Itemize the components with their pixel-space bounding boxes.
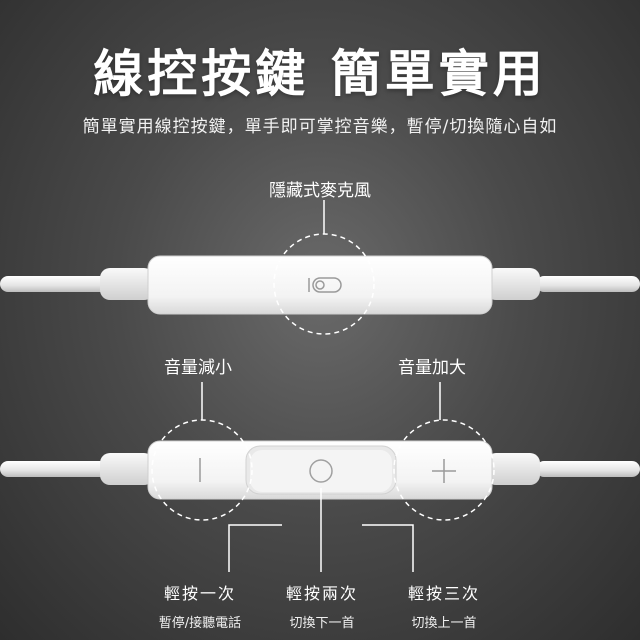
cable-right-top bbox=[536, 276, 640, 292]
press-twice-title: 輕按兩次 bbox=[285, 584, 358, 603]
volume-up-label: 音量加大 bbox=[398, 358, 466, 378]
cable-left-bottom bbox=[0, 461, 108, 477]
press-thrice-title: 輕按三次 bbox=[407, 584, 480, 603]
cable-left-top bbox=[0, 276, 108, 292]
press-thrice-caption: 輕按三次 切換上一首 bbox=[374, 580, 514, 631]
remote-top bbox=[0, 200, 640, 335]
press-once-caption: 輕按一次 暫停/接聽電話 bbox=[130, 580, 270, 631]
press-once-description: 暫停/接聽電話 bbox=[158, 616, 242, 631]
volume-down-label: 音量減小 bbox=[164, 358, 232, 378]
cable-right-bottom bbox=[536, 461, 640, 477]
collar-left-top bbox=[100, 268, 154, 300]
collar-left-bottom bbox=[100, 453, 154, 485]
page-subtitle: 簡單實用線控按鍵，單手即可掌控音樂，暫停/切換隨心自如 bbox=[82, 117, 558, 137]
press-twice-caption: 輕按兩次 切換下一首 bbox=[252, 580, 392, 631]
microphone-label: 隱藏式麥克風 bbox=[269, 181, 371, 201]
press-once-line bbox=[228, 524, 282, 572]
press-twice-description: 切換下一首 bbox=[289, 616, 355, 631]
volume-up-callout-circle bbox=[393, 419, 495, 521]
plus-icon[interactable] bbox=[432, 459, 456, 483]
collar-right-top bbox=[486, 268, 540, 300]
collar-right-bottom bbox=[486, 453, 540, 485]
press-once-title: 輕按一次 bbox=[163, 584, 236, 603]
remote-bottom bbox=[0, 382, 640, 572]
press-thrice-line bbox=[362, 524, 414, 572]
center-button[interactable] bbox=[250, 450, 392, 492]
press-thrice-description: 切換上一首 bbox=[411, 616, 477, 631]
remote-body-top bbox=[147, 255, 493, 315]
play-pause-icon[interactable] bbox=[309, 459, 333, 483]
page-title: 線控按鍵 簡單實用 bbox=[93, 45, 547, 103]
microphone-icon bbox=[308, 277, 342, 293]
